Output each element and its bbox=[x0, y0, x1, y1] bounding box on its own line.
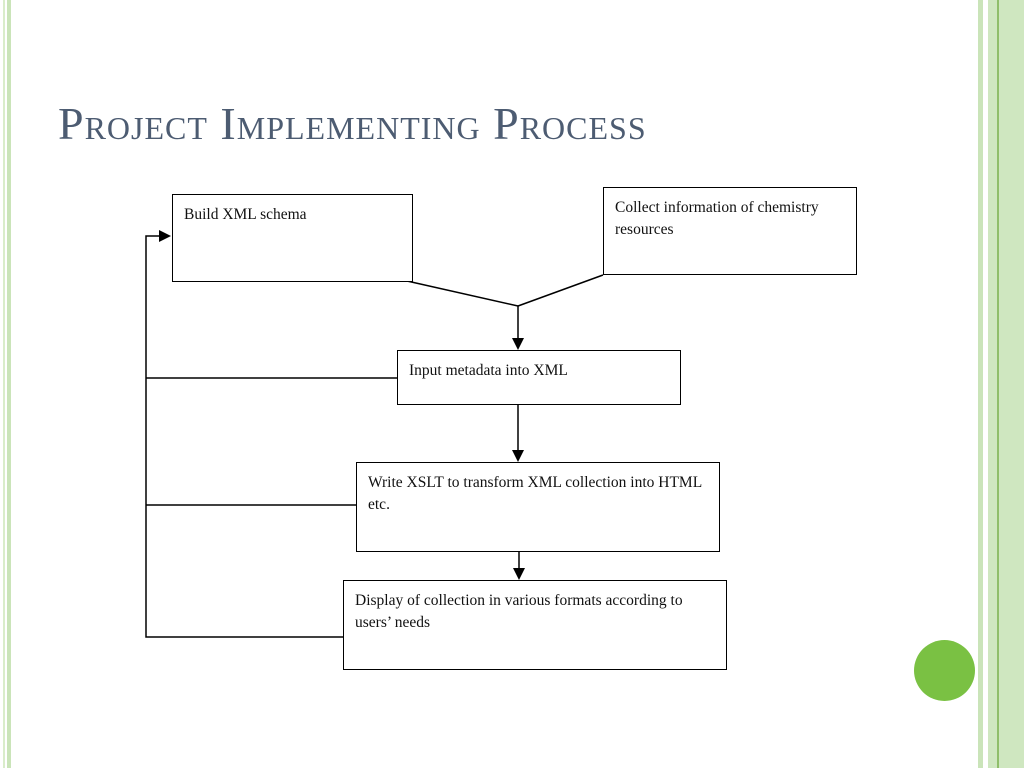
edge-merge-to-input-arrow bbox=[512, 306, 524, 350]
node-label: Collect information of chemistry resourc… bbox=[615, 199, 819, 238]
flowchart-node-collect-chemistry-info: Collect information of chemistry resourc… bbox=[603, 187, 857, 275]
right-border-accent-line bbox=[997, 0, 999, 768]
edge-feedback-loop-arrow bbox=[145, 230, 343, 638]
right-border-stripe-inner bbox=[978, 0, 983, 768]
edge-xslt-to-display-arrow bbox=[513, 552, 525, 580]
edge-collect-to-merge bbox=[517, 274, 604, 307]
node-label: Display of collection in various formats… bbox=[355, 592, 683, 631]
decorative-green-circle bbox=[914, 640, 975, 701]
slide-title: Project Implementing Process bbox=[58, 98, 647, 149]
edge-build-to-merge bbox=[406, 280, 519, 307]
flowchart-node-write-xslt: Write XSLT to transform XML collection i… bbox=[356, 462, 720, 552]
node-label: Build XML schema bbox=[184, 206, 307, 223]
right-border-band bbox=[988, 0, 1024, 768]
flowchart-node-display-collection: Display of collection in various formats… bbox=[343, 580, 727, 670]
flowchart-node-build-xml-schema: Build XML schema bbox=[172, 194, 413, 282]
left-border-stripe-outer bbox=[3, 0, 5, 768]
node-label: Write XSLT to transform XML collection i… bbox=[368, 474, 702, 513]
flowchart-node-input-metadata: Input metadata into XML bbox=[397, 350, 681, 405]
edge-input-to-xslt-arrow bbox=[512, 405, 524, 462]
left-border-stripe-inner bbox=[7, 0, 11, 768]
node-label: Input metadata into XML bbox=[409, 362, 568, 379]
